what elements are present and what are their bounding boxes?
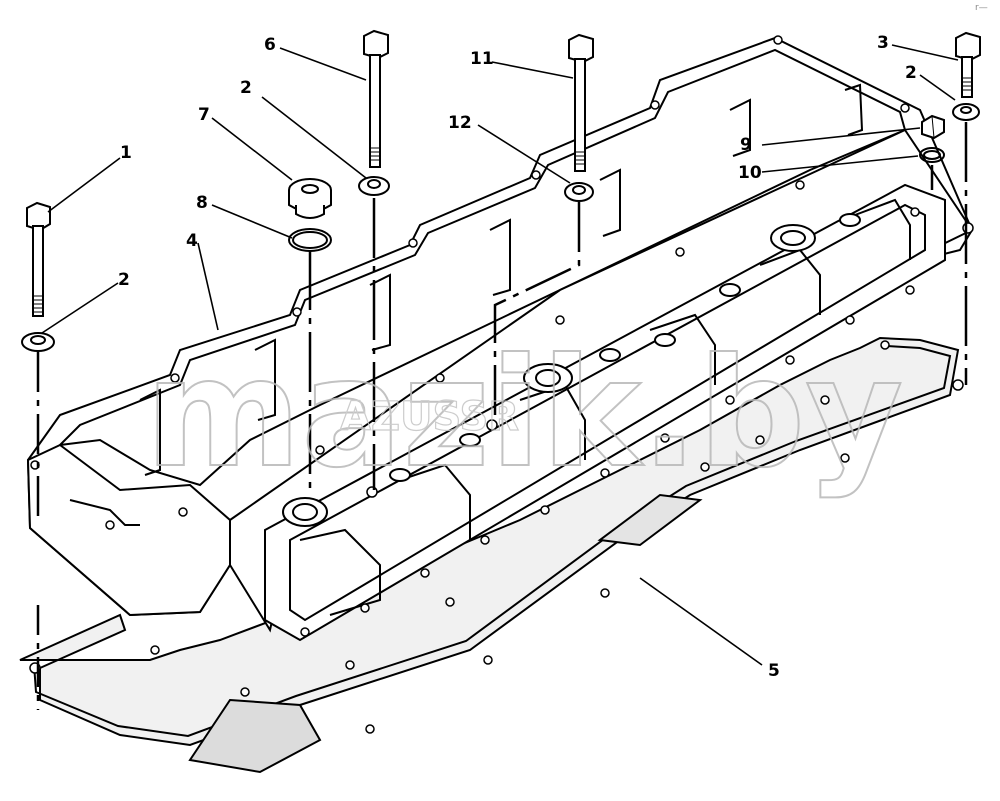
callout-8: 8 [196, 193, 208, 213]
valve-cover [26, 36, 974, 642]
bolt-6 [363, 29, 389, 168]
bolt-3 [955, 31, 981, 98]
washer-2-left [21, 332, 55, 352]
cover-flange [264, 183, 946, 642]
callout-11: 11 [470, 49, 494, 69]
bolt-1 [26, 201, 51, 317]
callout-2-left: 2 [118, 270, 130, 290]
callout-3: 3 [877, 33, 889, 53]
plug-7 [288, 178, 332, 219]
callout-4: 4 [186, 231, 198, 251]
cover-inner-rim [57, 48, 907, 487]
watermark-main: mazik.by [145, 327, 903, 501]
washer-2-right [952, 103, 980, 121]
watermark-sub: AZUSSR [340, 394, 519, 440]
alignment-lines [36, 122, 968, 710]
callout-labels: 1 2 2 2 3 4 5 6 7 8 9 10 11 12 [118, 33, 917, 681]
washer-12 [564, 182, 594, 202]
gasket-holes [29, 340, 964, 734]
cover-ports [282, 213, 861, 527]
callout-1: 1 [120, 143, 132, 163]
watermark: mazik.by AZUSSR [144, 326, 904, 502]
callout-2-right: 2 [905, 63, 917, 83]
washer-2-center [358, 176, 390, 196]
callout-9: 9 [740, 135, 752, 155]
plug-9 [921, 114, 945, 140]
o-ring-8 [288, 228, 332, 252]
callout-2-center: 2 [240, 78, 252, 98]
callout-6: 6 [264, 35, 276, 55]
callout-10: 10 [738, 163, 762, 183]
leader-lines [41, 44, 959, 666]
o-ring-10 [919, 147, 945, 163]
callout-7: 7 [198, 105, 210, 125]
callout-5: 5 [768, 661, 780, 681]
corner-mark: r— [975, 3, 988, 13]
callout-12: 12 [448, 113, 472, 133]
bolt-11 [568, 33, 594, 172]
